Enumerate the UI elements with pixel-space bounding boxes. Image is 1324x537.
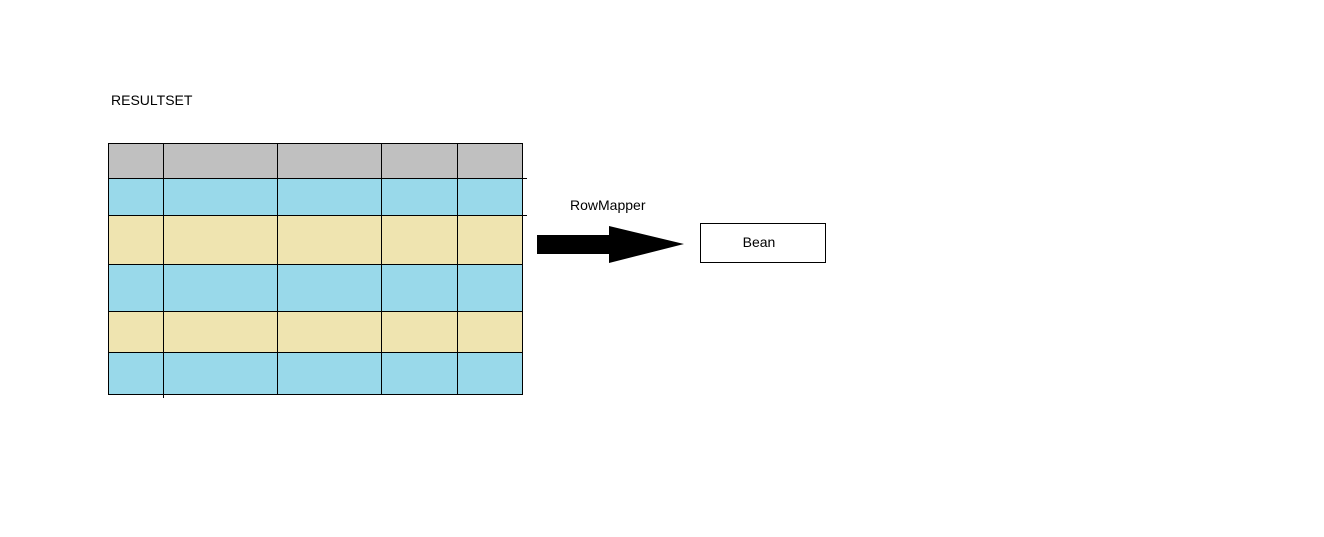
right-arrow-icon <box>537 226 684 263</box>
table-cell <box>457 178 523 216</box>
table-cell <box>163 215 278 265</box>
table-cell <box>381 178 458 216</box>
table-cell <box>163 311 278 353</box>
table-cell <box>277 178 382 216</box>
table-cell <box>108 311 164 353</box>
resultset-title: RESULTSET <box>111 92 193 108</box>
table-cell <box>277 215 382 265</box>
table-cell <box>108 264 164 312</box>
table-cell <box>381 352 458 395</box>
table-cell <box>457 264 523 312</box>
table-cell <box>108 178 164 216</box>
bean-rect <box>700 223 826 263</box>
table-cell <box>381 215 458 265</box>
table-cell <box>277 352 382 395</box>
table-cell <box>457 352 523 395</box>
table-header-cell <box>457 143 523 179</box>
table-header-cell <box>108 143 164 179</box>
table-cell <box>381 264 458 312</box>
table-cell <box>163 352 278 395</box>
table-cell <box>108 352 164 395</box>
bean-box: Bean <box>700 223 826 263</box>
resultset-table <box>108 143 527 398</box>
table-cell <box>277 311 382 353</box>
table-header-cell <box>381 143 458 179</box>
table-cell <box>457 215 523 265</box>
table-cell <box>277 264 382 312</box>
table-cell <box>381 311 458 353</box>
table-cell <box>457 311 523 353</box>
table-cell <box>163 178 278 216</box>
table-header-cell <box>277 143 382 179</box>
bean-label: Bean <box>743 234 776 250</box>
table-cell <box>108 215 164 265</box>
table-cell <box>163 264 278 312</box>
table-header-cell <box>163 143 278 179</box>
rowmapper-label: RowMapper <box>570 197 646 213</box>
